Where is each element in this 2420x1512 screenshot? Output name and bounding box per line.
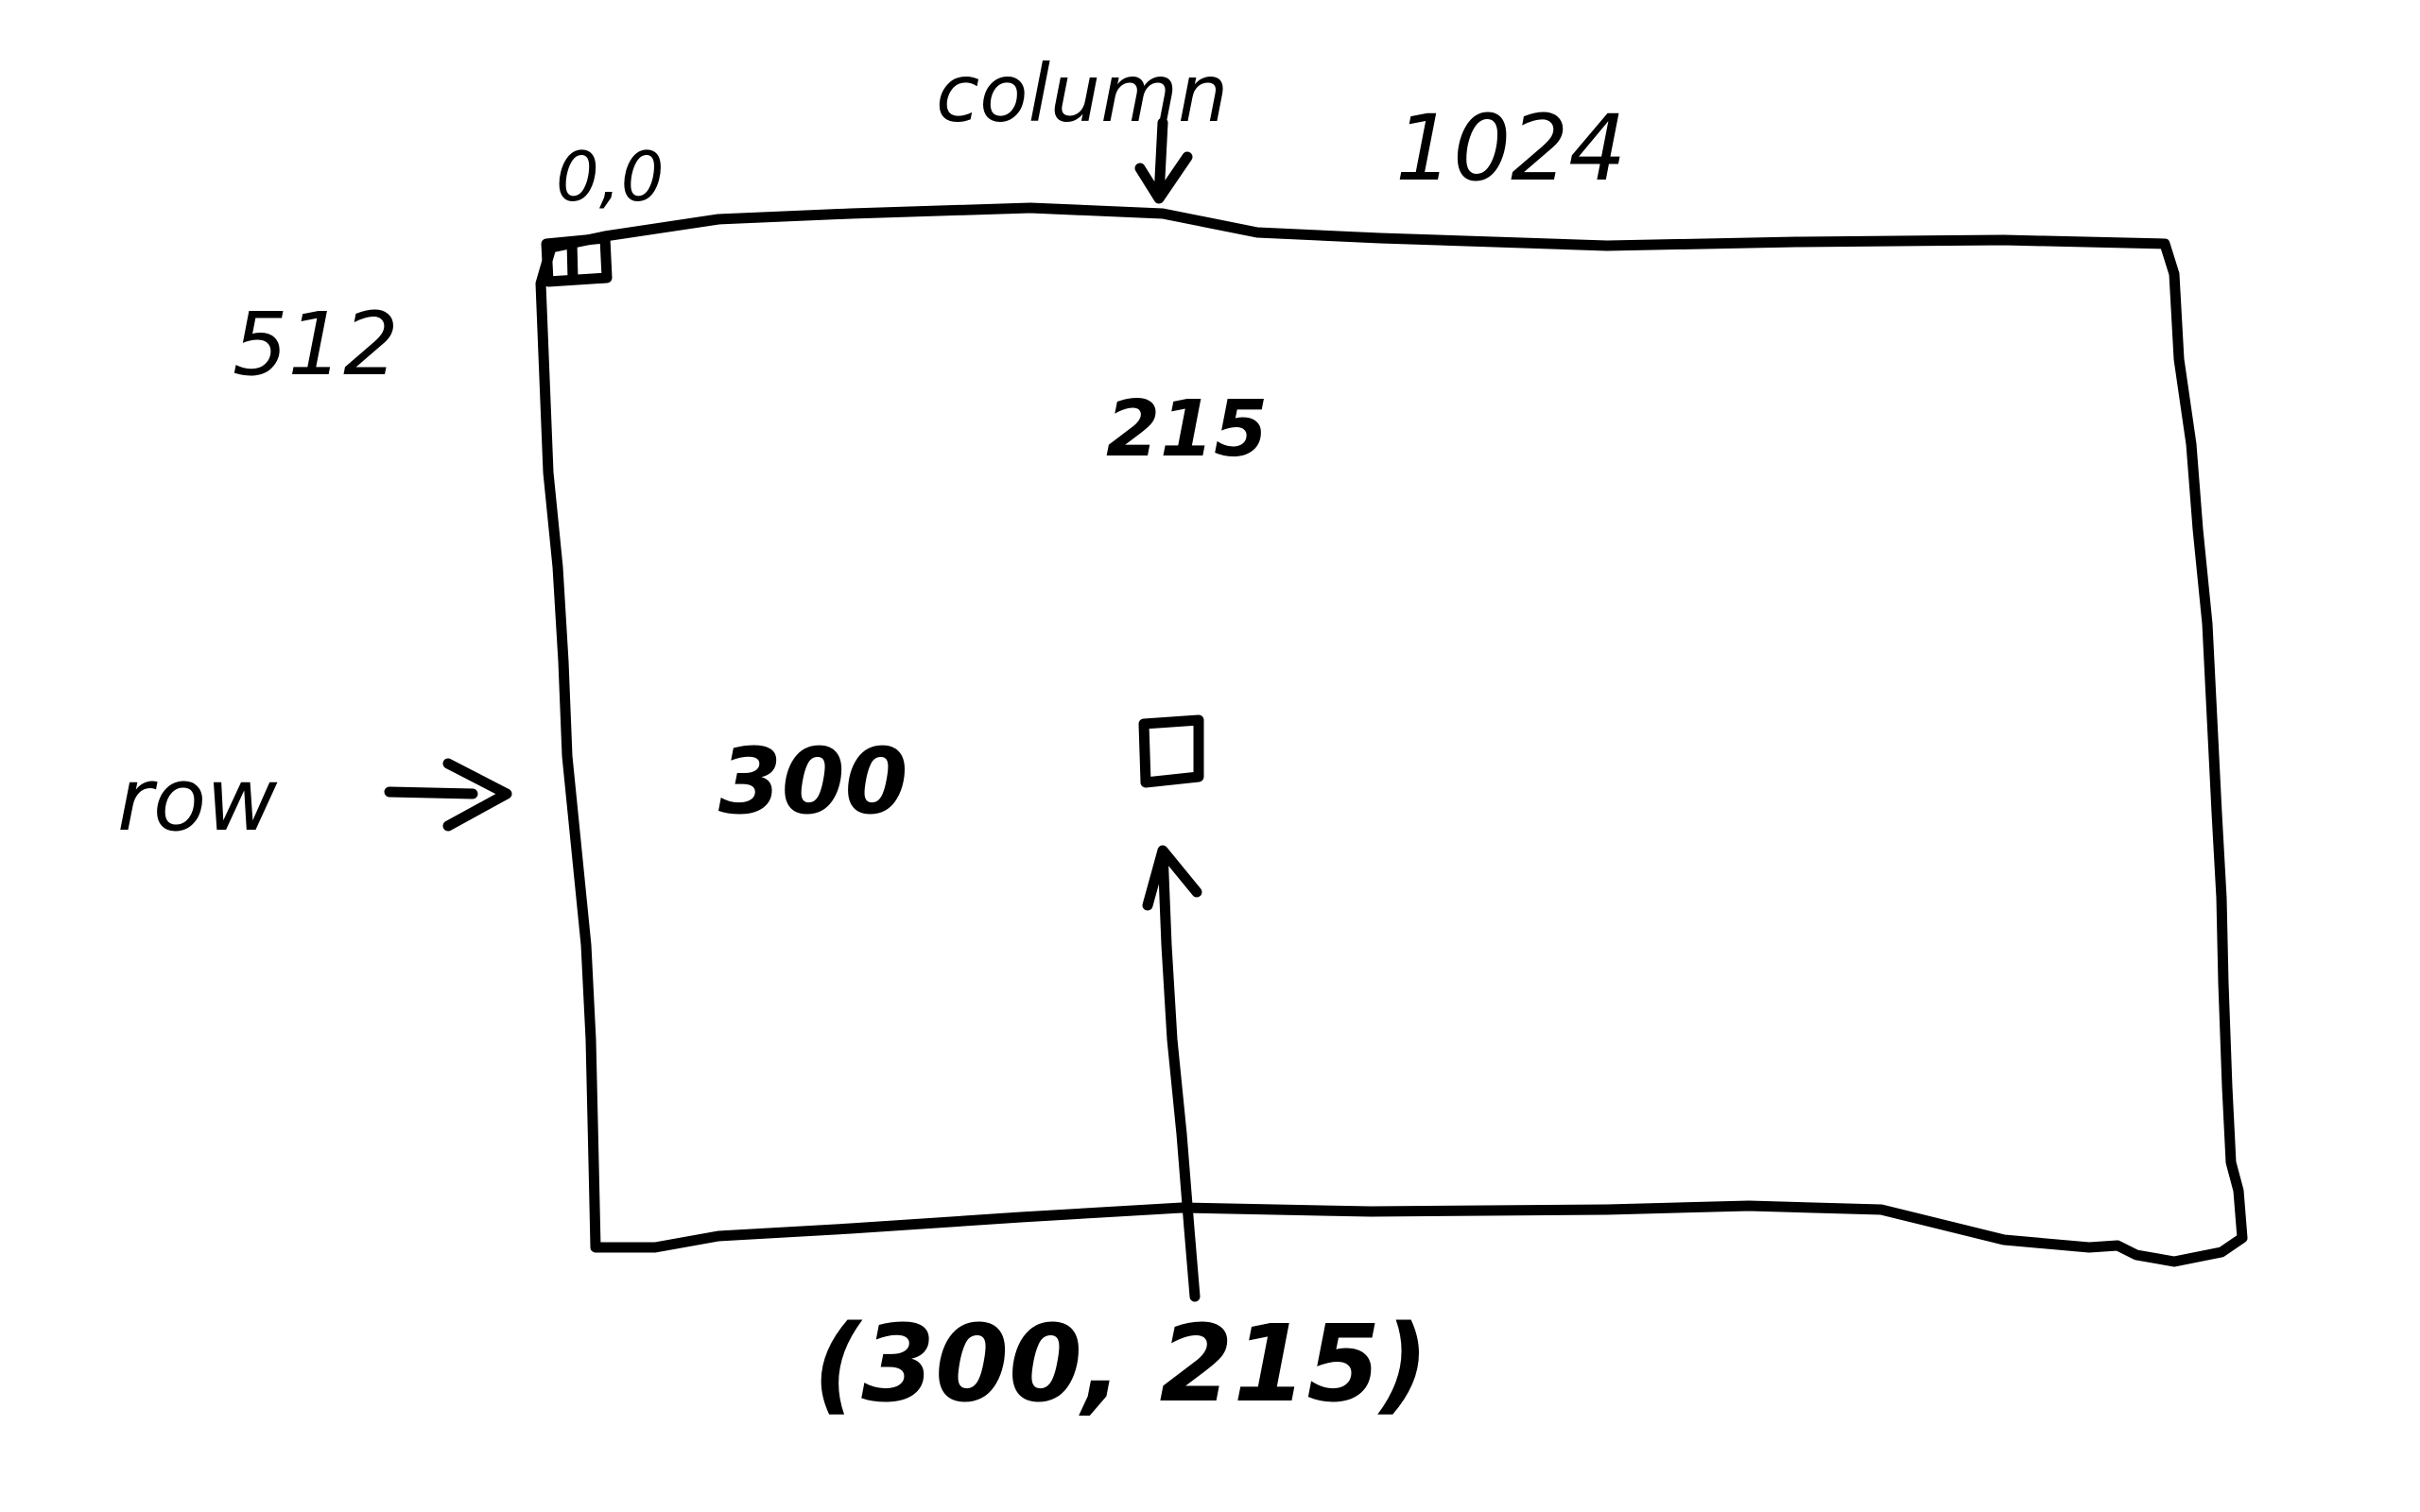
row-value-label: 300 [718, 729, 908, 834]
coordinate-arrow [1142, 845, 1202, 1302]
target-pixel-marker [1138, 714, 1204, 788]
column-label: column [936, 47, 1228, 140]
height-label: 512 [233, 294, 399, 395]
coordinate-label: (300, 215) [813, 1303, 1429, 1426]
origin-label: 0,0 [556, 137, 665, 216]
column-arrow [1134, 117, 1193, 204]
column-value-label: 215 [1106, 385, 1268, 474]
row-label: row [117, 749, 278, 850]
origin-pixel-marker [541, 232, 613, 287]
image-boundary [535, 202, 2248, 1267]
row-arrow [384, 758, 512, 832]
width-label: 1024 [1395, 95, 1626, 201]
